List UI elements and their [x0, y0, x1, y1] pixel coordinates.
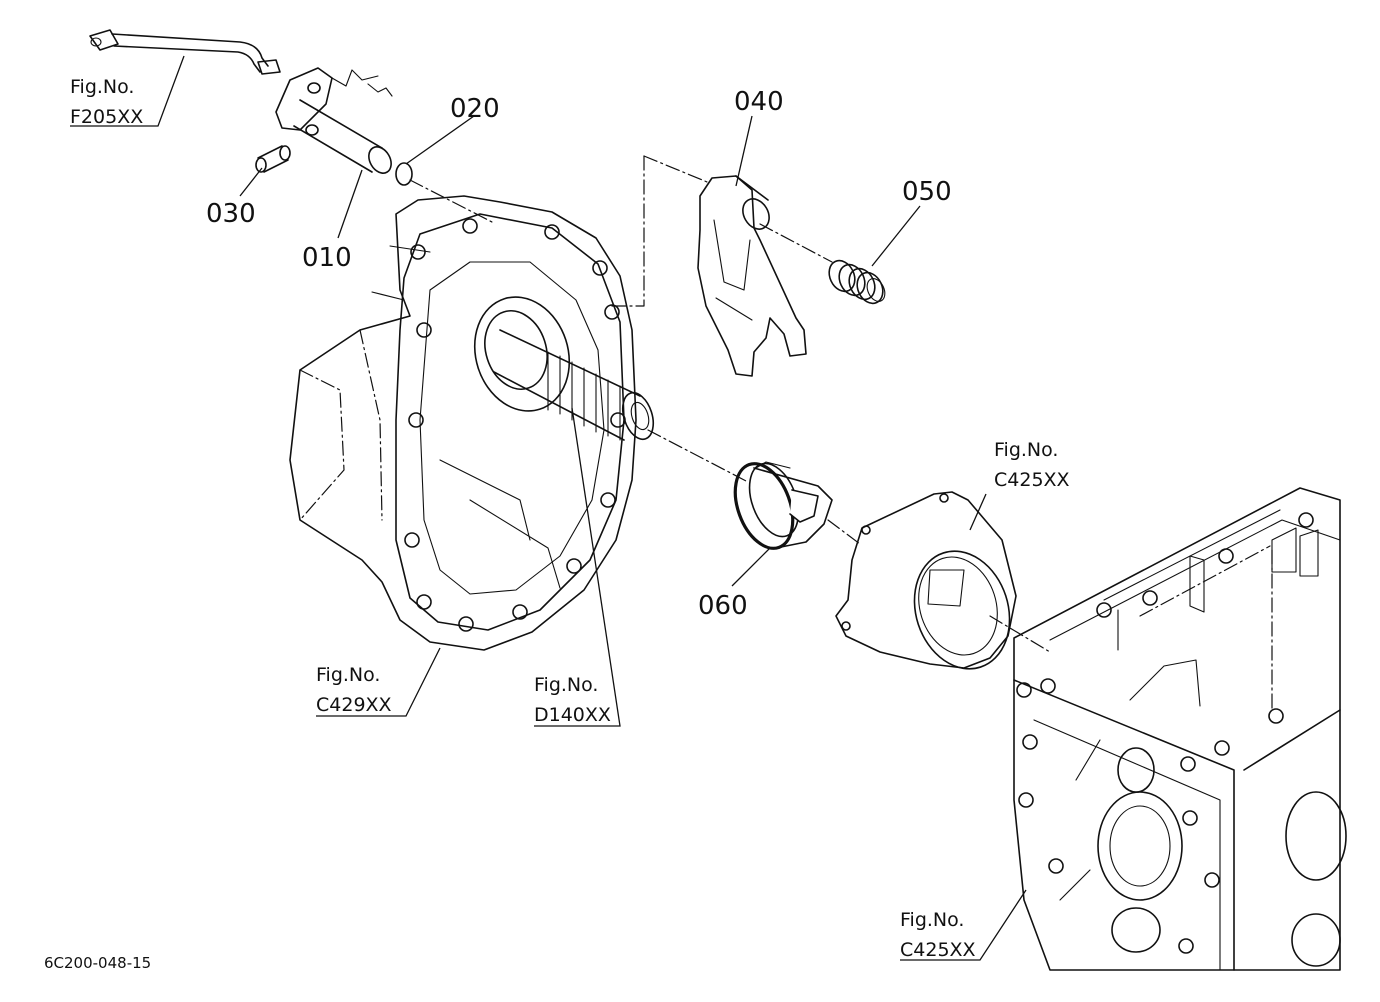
callout-040: 040	[734, 87, 784, 117]
transmission-case-icon	[1013, 487, 1347, 971]
fig-ref-c429[interactable]: Fig.No. C429XX	[316, 664, 392, 716]
fig-ref-c425-upper[interactable]: Fig.No. C425XX	[994, 439, 1070, 491]
shift-shaft-icon	[275, 67, 393, 174]
fig-ref-label: Fig.No.	[70, 76, 134, 98]
fig-ref-label: Fig.No.	[900, 909, 964, 931]
fig-ref-code: C425XX	[900, 939, 976, 961]
fig-ref-code: D140XX	[534, 704, 611, 726]
fig-ref-code: C425XX	[994, 469, 1070, 491]
fig-ref-label: Fig.No.	[994, 439, 1058, 461]
fig-ref-f205[interactable]: Fig.No. F205XX	[70, 76, 143, 128]
shifter-coupling-icon	[733, 461, 833, 550]
fig-ref-d140[interactable]: Fig.No. D140XX	[534, 674, 611, 726]
fig-ref-label: Fig.No.	[316, 664, 380, 686]
fig-ref-code: F205XX	[70, 106, 143, 128]
callout-060: 060	[698, 591, 748, 621]
bearing-holder-icon	[835, 491, 1017, 670]
shift-fork-icon	[697, 175, 807, 377]
fig-ref-c425-lower[interactable]: Fig.No. C425XX	[900, 909, 976, 961]
callout-020: 020	[450, 94, 500, 124]
o-ring-icon	[395, 162, 413, 186]
callout-010: 010	[302, 243, 352, 273]
fig-ref-code: C429XX	[316, 694, 392, 716]
callout-030: 030	[206, 199, 256, 229]
front-housing-icon	[289, 195, 637, 651]
callout-050: 050	[902, 177, 952, 207]
fig-ref-label: Fig.No.	[534, 674, 598, 696]
splined-shaft-icon	[473, 296, 655, 441]
pin-icon	[255, 145, 291, 173]
drawing-code: 6C200-048-15	[44, 954, 151, 972]
leader-lines	[70, 55, 1027, 961]
spring-icon	[828, 259, 886, 305]
shift-rod-icon	[89, 29, 281, 75]
